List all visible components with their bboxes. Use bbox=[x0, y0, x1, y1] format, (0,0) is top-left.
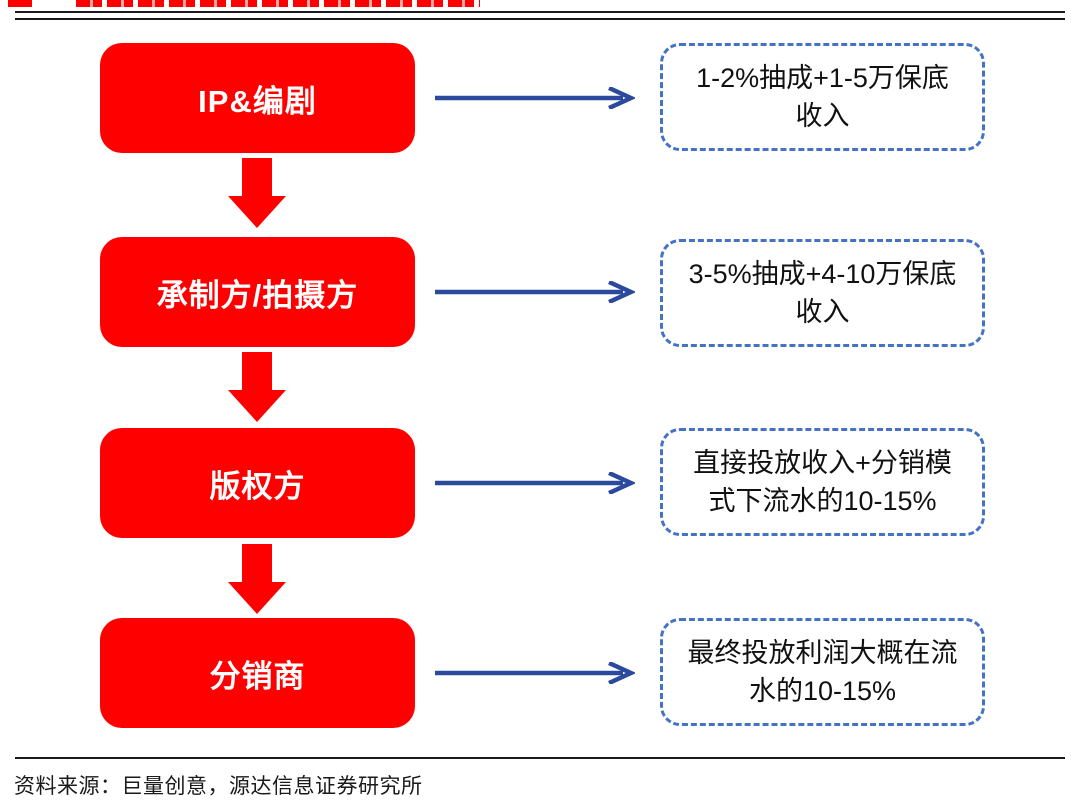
right-arrow-icon bbox=[435, 662, 635, 684]
flow-node-producer: 承制方/拍摄方 bbox=[100, 237, 415, 347]
note-distributor: 最终投放利润大概在流 水的10-15% bbox=[660, 618, 985, 726]
note-line: 式下流水的10-15% bbox=[708, 485, 937, 516]
down-arrow-icon bbox=[228, 352, 286, 422]
down-arrow-icon bbox=[228, 544, 286, 614]
note-line: 收入 bbox=[795, 100, 850, 131]
flow-node-label: 承制方/拍摄方 bbox=[156, 277, 359, 313]
right-arrow-icon bbox=[435, 472, 635, 494]
note-line: 1-2%抽成+1-5万保底 bbox=[696, 63, 949, 94]
note-copyright-holder: 直接投放收入+分销模 式下流水的10-15% bbox=[660, 428, 985, 536]
note-line: 水的10-15% bbox=[748, 675, 897, 706]
source-note: 资料来源：巨量创意，源达信息证券研究所 bbox=[14, 775, 423, 798]
note-producer: 3-5%抽成+4-10万保底 收入 bbox=[660, 239, 985, 347]
cut-off-figure-title bbox=[0, 0, 1080, 7]
flow-node-label: IP&编剧 bbox=[198, 83, 317, 119]
flow-node-copyright-holder: 版权方 bbox=[100, 428, 415, 538]
header-double-rule bbox=[15, 11, 1065, 20]
flow-node-label: 版权方 bbox=[209, 468, 306, 504]
figure-title-fragment bbox=[76, 0, 480, 7]
note-line: 3-5%抽成+4-10万保底 bbox=[688, 259, 957, 290]
flow-node-ip-scriptwriter: IP&编剧 bbox=[100, 43, 415, 153]
note-ip-scriptwriter: 1-2%抽成+1-5万保底 收入 bbox=[660, 43, 985, 151]
note-line: 最终投放利润大概在流 bbox=[687, 638, 958, 669]
down-arrow-icon bbox=[228, 158, 286, 228]
footer-rule bbox=[15, 757, 1065, 759]
figure-badge-fragment bbox=[8, 0, 32, 7]
note-line: 收入 bbox=[795, 296, 850, 327]
right-arrow-icon bbox=[435, 281, 635, 303]
flow-node-label: 分销商 bbox=[209, 658, 306, 694]
flow-node-distributor: 分销商 bbox=[100, 618, 415, 728]
note-line: 直接投放收入+分销模 bbox=[693, 448, 952, 479]
right-arrow-icon bbox=[435, 87, 635, 109]
